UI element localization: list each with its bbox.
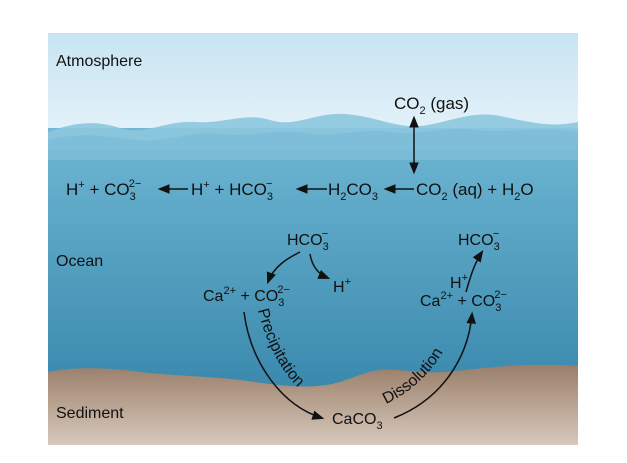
ocean-region [48,128,578,388]
species-ca-co3-right: Ca2+ + CO32− [420,289,507,314]
sediment-label: Sediment [56,405,124,422]
co2-gas: CO2 (gas) [394,94,469,117]
species-h-left: H+ [333,276,351,296]
precipitation-arrow [243,311,325,420]
species-co2-aq: CO2 (aq) + H2O [416,180,534,203]
ocean-label: Ocean [56,253,103,270]
co3-to-hco3-arrow [465,250,484,293]
species-hco3-right: HCO3− [458,228,500,253]
dissolution-arrow [393,311,476,419]
species-ca-co3-left: Ca2+ + CO32− [203,284,290,309]
species-caco3: CaCO3 [332,411,383,432]
ocean-waves-back [48,129,578,160]
hco3-to-h-arrow [309,253,331,279]
sediment-region [48,364,578,445]
species-bicarbonate-eq: H+ + HCO3− [191,178,273,203]
hco3-to-co3-arrow [266,251,301,285]
atmosphere-label: Atmosphere [56,53,142,70]
species-hco3-left: HCO3− [287,228,329,253]
species-carbonate-ion: H+ + CO32− [66,178,141,203]
species-h-right: H+ [450,272,468,292]
species-carbonic-acid: H2CO3 [328,180,378,203]
